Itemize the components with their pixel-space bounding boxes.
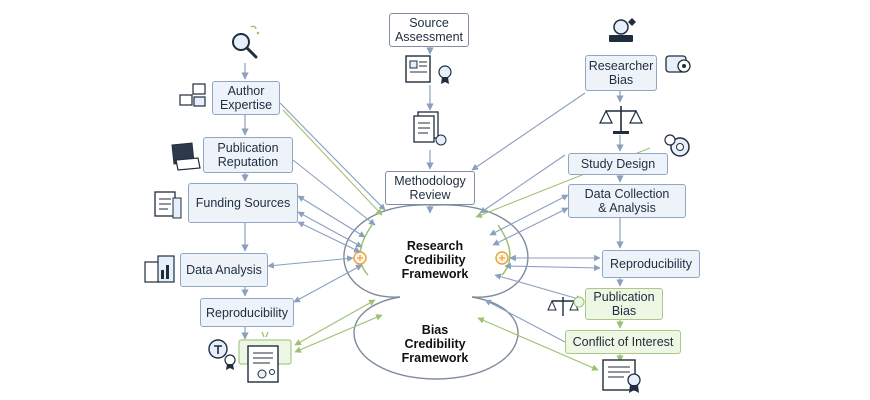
node-label: Author Expertise [219,84,273,112]
node-study-design: Study Design [568,153,668,175]
connector [293,264,363,303]
connector [471,92,586,171]
gear-icon [665,55,691,73]
node-label: Publication Bias [593,290,655,318]
connector [292,159,376,226]
bias-framework-label: Bias Credibility Framework [401,323,469,365]
node-source-assessment: Source Assessment [389,13,469,47]
gear-icon [664,134,690,157]
connector [492,207,569,246]
document-icon [154,191,182,219]
connector [479,154,566,214]
node-author-expertise: Author Expertise [212,81,280,115]
certificate-icon [602,359,641,393]
connector [267,255,354,269]
magnifier-icon [232,25,260,59]
connector [294,314,383,353]
node-label: Reproducibility [206,305,288,320]
node-reproducibility-left: Reproducibility [200,298,294,327]
stamp-icon [609,18,636,42]
document-icon [405,55,452,84]
certificate-icon [238,331,292,383]
node-publication-reputation: Publication Reputation [203,137,293,173]
medal-icon [208,339,236,370]
node-label: Researcher Bias [588,59,654,87]
research-framework-label: Research Credibility Framework [401,239,469,281]
node-data-collection: Data Collection & Analysis [568,184,686,218]
connector [477,317,599,371]
windows-icon [179,83,206,107]
connector [279,102,386,211]
node-label: Publication Reputation [217,141,279,169]
node-reproducibility-right: Reproducibility [602,250,700,278]
node-researcher-bias: Researcher Bias [585,55,657,91]
left-hub-node [353,251,367,265]
connector [504,262,601,272]
node-label: Data Analysis [186,263,262,277]
connector [494,273,583,302]
journal-icon [171,142,201,171]
node-publication-bias: Publication Bias [585,288,663,320]
node-label: Methodology Review [394,174,466,202]
connector [297,221,361,253]
right-hub-node [495,251,509,265]
connector [489,194,569,236]
scales-icon [547,296,585,316]
node-label: Source Assessment [394,16,464,44]
document-icon [413,111,447,146]
node-label: Conflict of Interest [572,335,674,349]
node-label: Data Collection & Analysis [584,187,670,215]
scales-icon [599,106,643,134]
node-label: Study Design [580,157,656,171]
node-label: Funding Sources [195,196,291,210]
node-data-analysis: Data Analysis [180,253,268,287]
node-label: Reproducibility [610,257,692,271]
bar-chart-icon [144,255,175,283]
node-funding-sources: Funding Sources [188,183,298,223]
node-conflict-of-interest: Conflict of Interest [565,330,681,354]
node-methodology-review: Methodology Review [385,171,475,205]
